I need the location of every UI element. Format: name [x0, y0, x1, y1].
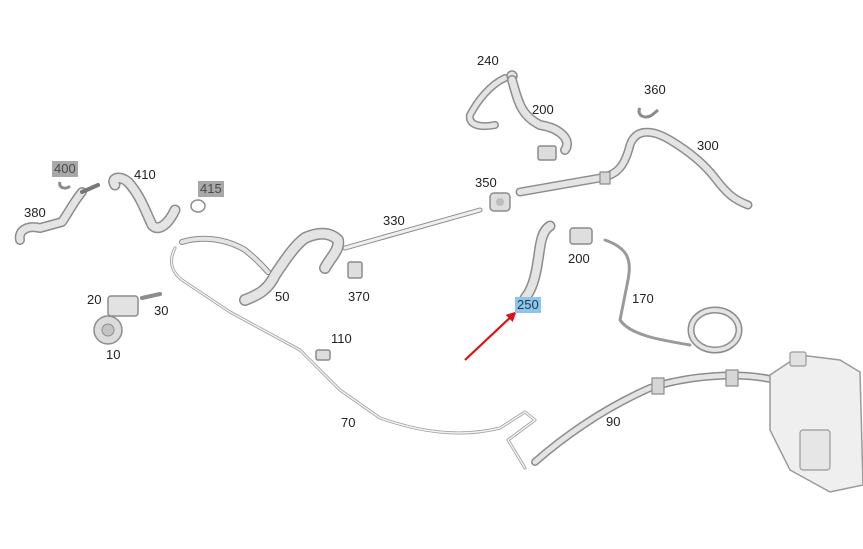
- clip-110[interactable]: [315, 349, 331, 361]
- callout-20[interactable]: 20: [87, 292, 102, 307]
- callout-70[interactable]: 70: [341, 415, 356, 430]
- pump-10[interactable]: [93, 295, 139, 345]
- callout-110[interactable]: 110: [331, 331, 352, 346]
- connector-350[interactable]: [489, 192, 511, 212]
- callout-30[interactable]: 30: [154, 303, 169, 318]
- callout-10[interactable]: 10: [106, 347, 121, 362]
- hose-410[interactable]: [108, 172, 181, 234]
- hose-250[interactable]: [519, 220, 556, 304]
- ring-415[interactable]: [190, 199, 206, 213]
- callout-200-upper[interactable]: 200: [532, 102, 554, 117]
- callout-330[interactable]: 330: [383, 213, 405, 228]
- line-70[interactable]: [170, 246, 537, 470]
- callout-170[interactable]: 170: [632, 291, 654, 306]
- callout-360[interactable]: 360: [644, 82, 666, 97]
- line-170[interactable]: [603, 238, 743, 354]
- callout-380[interactable]: 380: [24, 205, 46, 220]
- callout-350[interactable]: 350: [475, 175, 497, 190]
- valve-200[interactable]: [569, 227, 593, 245]
- callout-90[interactable]: 90: [606, 414, 621, 429]
- pipe-330[interactable]: [342, 207, 483, 251]
- callout-250[interactable]: 250: [515, 297, 541, 313]
- hose-380[interactable]: [14, 183, 100, 245]
- pointer-arrow: [464, 311, 517, 361]
- callout-410[interactable]: 410: [134, 167, 156, 182]
- clip-370[interactable]: [347, 261, 363, 279]
- hose-200-upper[interactable]: [507, 75, 572, 161]
- callout-50[interactable]: 50: [275, 289, 290, 304]
- callout-370[interactable]: 370: [348, 289, 370, 304]
- callout-415[interactable]: 415: [198, 181, 224, 197]
- pipe-300[interactable]: [515, 127, 753, 210]
- callout-400[interactable]: 400: [52, 161, 78, 177]
- callout-240[interactable]: 240: [477, 53, 499, 68]
- clip-360[interactable]: [637, 107, 659, 119]
- clip-400[interactable]: [58, 181, 72, 190]
- reservoir-tank[interactable]: [769, 351, 863, 493]
- hose-50[interactable]: [179, 227, 345, 306]
- callout-300[interactable]: 300: [697, 138, 719, 153]
- callout-200-lower[interactable]: 200: [568, 251, 590, 266]
- hose-90[interactable]: [531, 369, 779, 466]
- bolt-30[interactable]: [140, 292, 162, 300]
